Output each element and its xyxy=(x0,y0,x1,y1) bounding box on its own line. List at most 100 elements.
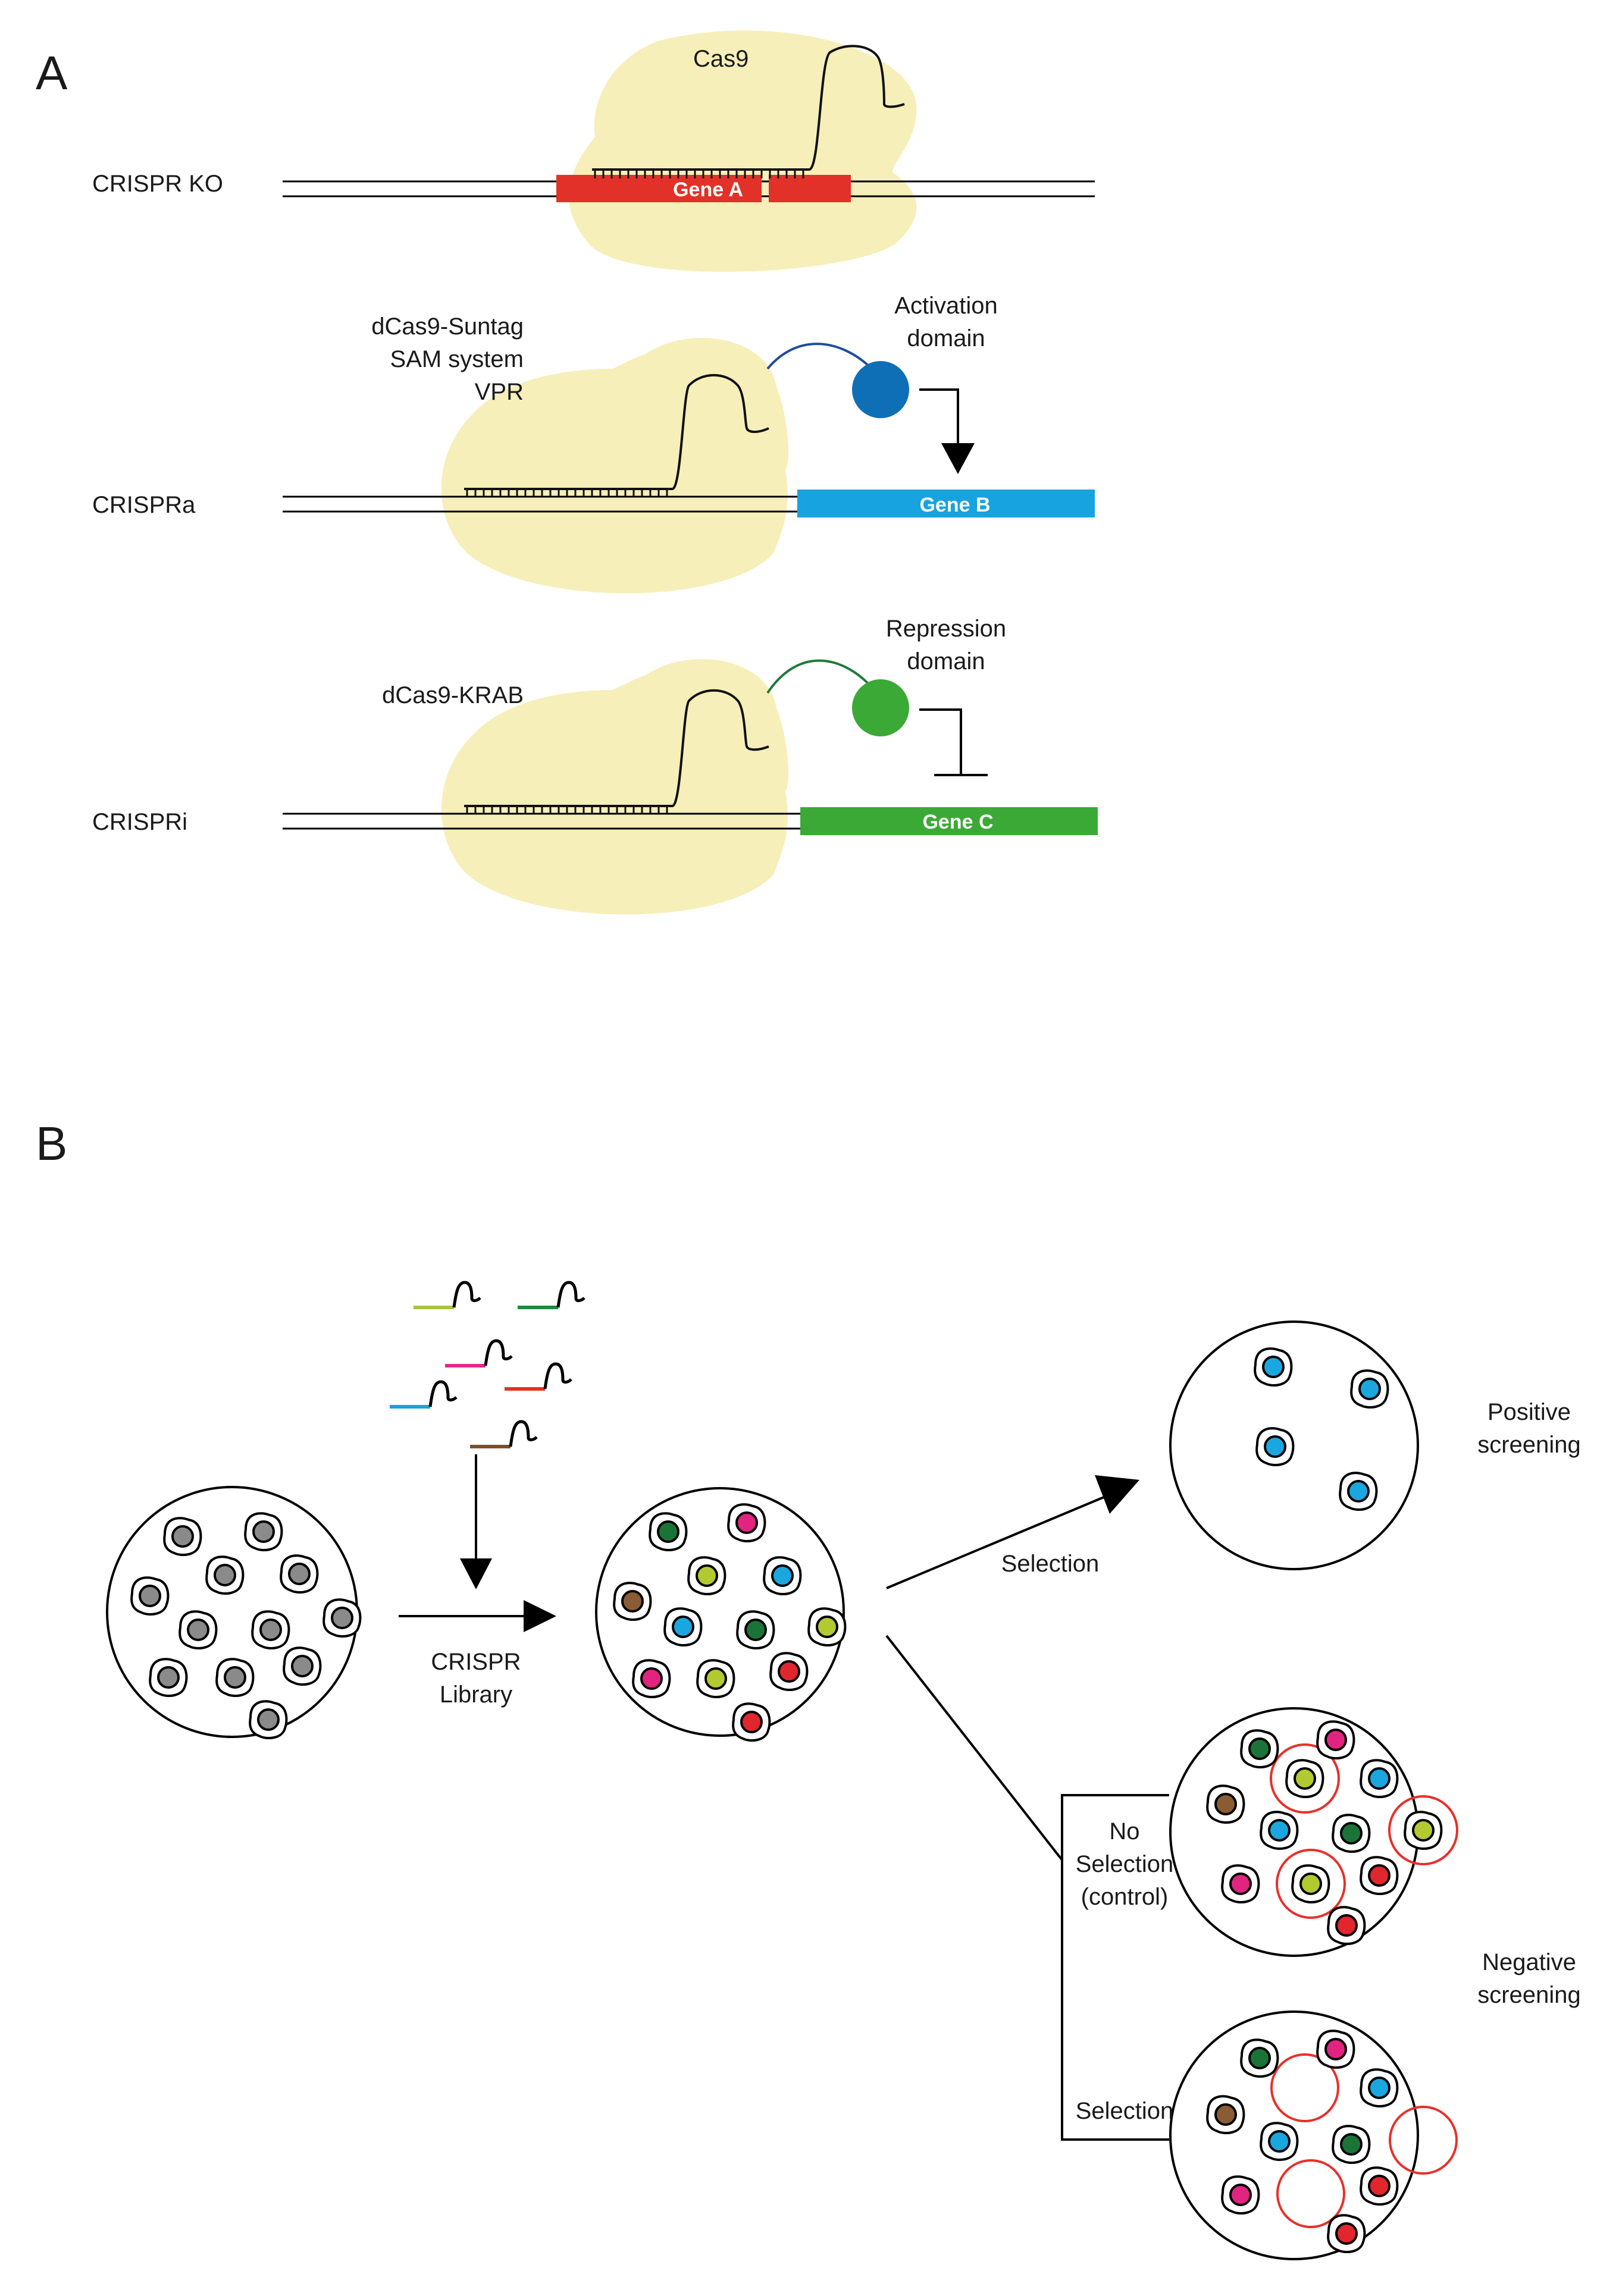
cell-nucleus xyxy=(1264,1435,1286,1458)
branch-bracket xyxy=(1061,1794,1169,2141)
guide-rna-library xyxy=(390,1281,585,1448)
guide-rna-loop xyxy=(592,45,905,171)
panel-a-letter: A xyxy=(36,46,68,99)
gene-c-bar xyxy=(800,807,1098,835)
cell-nucleus xyxy=(1368,2175,1390,2197)
selection-word-label: Selection xyxy=(1076,1851,1174,1877)
repression-linker xyxy=(766,659,870,694)
cell-nucleus xyxy=(288,1563,311,1585)
cell-nucleus xyxy=(157,1666,180,1689)
guide-scaffold xyxy=(509,1420,538,1447)
cell-nucleus xyxy=(331,1607,353,1629)
cell-nucleus xyxy=(1340,2133,1363,2156)
depleted-cell-outline xyxy=(1388,1795,1458,1865)
crispr-library-label-1: CRISPR xyxy=(431,1649,521,1675)
guide-scaffold xyxy=(543,1362,572,1389)
cell-nucleus xyxy=(1368,1767,1390,1790)
crispri-row: dCas9-KRAB Repression domain CRISPRi Gen… xyxy=(92,616,1098,915)
cell-nucleus xyxy=(672,1616,694,1638)
cell-nucleus xyxy=(1347,1480,1370,1503)
dcas9-krab-label: dCas9-KRAB xyxy=(382,682,524,708)
guide-rna-ticks xyxy=(594,170,804,178)
cell-nucleus xyxy=(252,1520,275,1543)
cell-nucleus xyxy=(1324,1729,1347,1751)
cell-nucleus xyxy=(735,1511,758,1534)
cell-nucleus xyxy=(257,1708,280,1731)
guide-scaffold xyxy=(452,1281,481,1308)
guide-rna-loop xyxy=(464,689,769,807)
selection-bottom-label: Selection xyxy=(1076,2098,1174,2124)
crispra-row: dCas9-Suntag SAM system VPR Activation d… xyxy=(92,293,1095,594)
cell-nucleus xyxy=(621,1590,644,1613)
negative-label: Negative xyxy=(1482,1949,1576,1975)
crispr-ko-row: Cas9 CRISPR KO Gene A xyxy=(92,30,1095,272)
cell-nucleus xyxy=(214,1564,236,1586)
cell-nucleus xyxy=(1335,2222,1358,2245)
cell-nucleus xyxy=(744,1619,767,1641)
gene-b-label: Gene B xyxy=(919,494,990,516)
cell-nucleus xyxy=(259,1619,282,1641)
cell-nucleus xyxy=(696,1564,718,1587)
guide-rna-loop xyxy=(464,374,769,490)
repression-label: Repression xyxy=(886,616,1006,642)
positive-screening-label: screening xyxy=(1477,1432,1580,1458)
cell-nucleus xyxy=(1335,1914,1358,1937)
dcas9-krab-blob xyxy=(441,658,788,915)
cell-nucleus xyxy=(1248,2047,1271,2069)
dish-untreated xyxy=(106,1486,362,1739)
gene-a-label: Gene A xyxy=(673,178,743,201)
cell-nucleus xyxy=(1294,1767,1316,1790)
cell-nucleus xyxy=(1248,1737,1271,1760)
control-label: (control) xyxy=(1081,1884,1169,1910)
transduction-arrowhead xyxy=(524,1600,556,1632)
cell-nucleus xyxy=(704,1667,727,1690)
crispri-label: CRISPRi xyxy=(92,809,187,835)
cell-nucleus xyxy=(740,1711,763,1733)
dish-negative xyxy=(1169,2010,1458,2260)
cell-nucleus xyxy=(224,1666,246,1689)
cell-nucleus xyxy=(1229,1872,1252,1895)
selection-arrow-line xyxy=(886,1495,1107,1589)
cell-nucleus xyxy=(1368,2077,1390,2099)
cell-nucleus xyxy=(771,1564,794,1587)
cell-nucleus xyxy=(1229,2184,1252,2206)
activation-arrow-line xyxy=(919,388,959,445)
gene-a-bar-left xyxy=(556,175,762,202)
cell-nucleus xyxy=(657,1520,679,1543)
vpr-label: VPR xyxy=(475,379,524,405)
panel-b-letter: B xyxy=(36,1117,67,1170)
cas9-label: Cas9 xyxy=(693,46,749,72)
repression-domain-circle xyxy=(852,679,909,736)
gene-a-bar-right xyxy=(769,175,851,202)
cell-nucleus xyxy=(816,1616,838,1638)
cell-nucleus xyxy=(171,1525,194,1548)
selection-arrowhead xyxy=(1095,1475,1139,1514)
depleted-cell-outline xyxy=(1276,1849,1346,1919)
activation-label: Activation xyxy=(894,293,997,319)
cas9-blob xyxy=(569,30,917,272)
selection-label: Selection xyxy=(1001,1551,1100,1577)
cell-nucleus xyxy=(640,1667,663,1690)
activation-arrowhead xyxy=(941,443,975,474)
cell-nucleus xyxy=(1214,2103,1237,2126)
guide-scaffold xyxy=(484,1339,513,1366)
cell-nucleus xyxy=(1214,1793,1237,1815)
depleted-cell-outline xyxy=(1276,2159,1345,2228)
crispr-ko-label: CRISPR KO xyxy=(92,171,223,197)
cell-nucleus xyxy=(1299,1872,1322,1895)
cell-nucleus xyxy=(1268,2130,1291,2153)
cell-nucleus xyxy=(1358,1378,1381,1400)
cell-nucleus xyxy=(1340,1822,1363,1845)
dish-transduced xyxy=(595,1487,847,1742)
crispra-label: CRISPRa xyxy=(92,492,196,518)
cell-nucleus xyxy=(1412,1819,1435,1842)
cell-nucleus xyxy=(187,1619,209,1641)
cell-nucleus xyxy=(778,1660,800,1683)
activation-domain-circle xyxy=(852,361,909,418)
activation-domain-label: domain xyxy=(907,325,985,352)
gene-b-bar xyxy=(797,490,1095,517)
dcas9-suntag-label: dCas9-Suntag xyxy=(371,313,524,340)
cell-nucleus xyxy=(291,1655,314,1677)
depleted-cell-outline xyxy=(1270,1743,1340,1814)
